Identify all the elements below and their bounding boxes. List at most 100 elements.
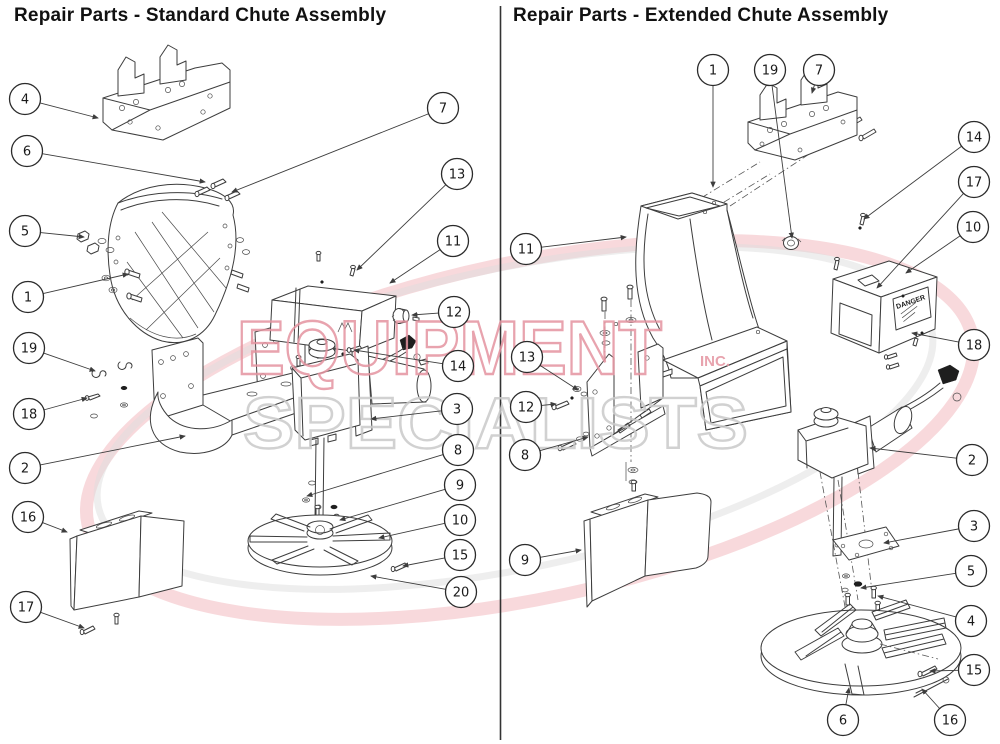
callout-right-8-number: 8	[521, 449, 529, 464]
callout-right-3-leader	[883, 528, 959, 545]
callout-left-12-number: 12	[446, 306, 463, 321]
plate-hardware	[841, 573, 881, 614]
callout-left-15	[443, 538, 477, 572]
gearmotor	[291, 338, 432, 447]
callout-right-16	[933, 703, 967, 737]
callout-left-10-number: 10	[452, 514, 469, 529]
callout-left-6	[10, 134, 44, 168]
callout-right-10-leader	[905, 235, 961, 274]
callout-left-8	[441, 433, 475, 467]
rotary-knob	[391, 308, 420, 324]
callout-right-3-number: 3	[970, 520, 978, 535]
callout-right-17-number: 17	[966, 176, 983, 191]
callout-right-5-leader	[860, 572, 956, 590]
callout-right-9-leader	[540, 548, 582, 558]
callout-right-8	[508, 438, 542, 472]
callout-right-3	[957, 509, 991, 543]
callout-left-13-leader	[356, 184, 447, 271]
callout-right-14-number: 14	[966, 131, 983, 146]
extended-chute-drawing: DANGER	[551, 67, 962, 698]
callout-right-2-leader	[869, 445, 957, 459]
spinner-disc	[247, 513, 393, 576]
callout-right-19-leader	[771, 85, 794, 239]
callout-left-6-leader	[42, 153, 206, 184]
callout-right-11	[509, 232, 543, 266]
callout-right-6	[826, 703, 860, 737]
callout-left-16-number: 16	[20, 511, 37, 526]
callout-left-9	[443, 468, 477, 502]
callout-left-12-leader	[411, 311, 439, 318]
callout-right-6-leader	[845, 687, 851, 705]
callout-left-10	[443, 503, 477, 537]
control-cover: DANGER	[830, 260, 938, 370]
top-mount-bracket	[102, 44, 231, 141]
callout-left-2-number: 2	[21, 462, 29, 477]
callout-right-15-number: 15	[966, 664, 983, 679]
callout-right-15	[957, 653, 991, 687]
callout-left-11-number: 11	[445, 235, 462, 250]
callout-left-5	[8, 214, 42, 248]
callout-right-4-leader	[877, 594, 957, 618]
callout-left-9-leader	[339, 488, 446, 522]
callout-right-18-number: 18	[966, 339, 983, 354]
callout-left-5-leader	[40, 232, 85, 240]
callout-right-1	[696, 53, 730, 87]
callout-right-4	[954, 604, 988, 638]
extended-spinner-disc	[760, 599, 962, 696]
watermark-suffix: INC.	[700, 353, 730, 370]
callout-left-18-number: 18	[21, 408, 38, 423]
callout-right-16-leader	[921, 688, 940, 709]
callout-left-16-leader	[42, 522, 68, 533]
callout-left-20-number: 20	[453, 586, 470, 601]
callout-left-4-number: 4	[21, 93, 29, 108]
callout-right-13-leader	[539, 365, 579, 391]
lower-bracket	[586, 284, 673, 485]
callout-left-11-leader	[389, 249, 441, 284]
callout-left-13-number: 13	[449, 168, 466, 183]
deflector-panel	[69, 510, 185, 611]
callout-left-19-number: 19	[21, 342, 38, 357]
callout-right-7-number: 7	[815, 64, 823, 79]
callout-left-13	[440, 157, 474, 191]
callout-right-5	[954, 554, 988, 588]
callout-left-2	[8, 451, 42, 485]
callout-right-19-number: 19	[762, 64, 779, 79]
callout-left-1	[11, 280, 45, 314]
callout-left-1-number: 1	[24, 291, 32, 306]
callout-right-10-number: 10	[965, 221, 982, 236]
callout-left-8-leader	[306, 454, 444, 498]
extended-gearmotor	[797, 405, 913, 479]
callout-left-16	[11, 500, 45, 534]
callout-right-7-leader	[810, 84, 817, 94]
callout-right-13-number: 13	[519, 351, 536, 366]
extended-deflector	[583, 462, 712, 608]
callout-left-14-leader	[353, 348, 443, 365]
callout-left-8-number: 8	[454, 444, 462, 459]
callout-right-9	[508, 543, 542, 577]
callout-right-17	[957, 165, 991, 199]
wire-harness	[316, 334, 429, 371]
callout-left-2-leader	[40, 434, 186, 466]
callout-left-18	[12, 397, 46, 431]
callout-right-11-leader	[541, 234, 627, 248]
callout-right-17-leader	[876, 193, 964, 289]
callout-right-14-leader	[863, 145, 962, 220]
callout-left-7-leader	[231, 113, 429, 193]
callout-right-7	[802, 53, 836, 87]
callout-right-1-number: 1	[709, 64, 717, 79]
disc-screw	[390, 562, 408, 573]
callout-left-7	[426, 91, 460, 125]
callout-left-12	[437, 295, 471, 329]
callout-right-12	[509, 390, 543, 424]
callout-left-1-leader	[43, 272, 129, 294]
callout-left-18-leader	[43, 396, 88, 411]
chute-fasteners	[76, 178, 250, 303]
callout-right-8-leader	[539, 435, 589, 452]
callout-left-3	[440, 392, 474, 426]
callout-left-15-number: 15	[452, 549, 469, 564]
callout-left-3-number: 3	[453, 403, 461, 418]
standard-chute-body	[107, 183, 237, 352]
